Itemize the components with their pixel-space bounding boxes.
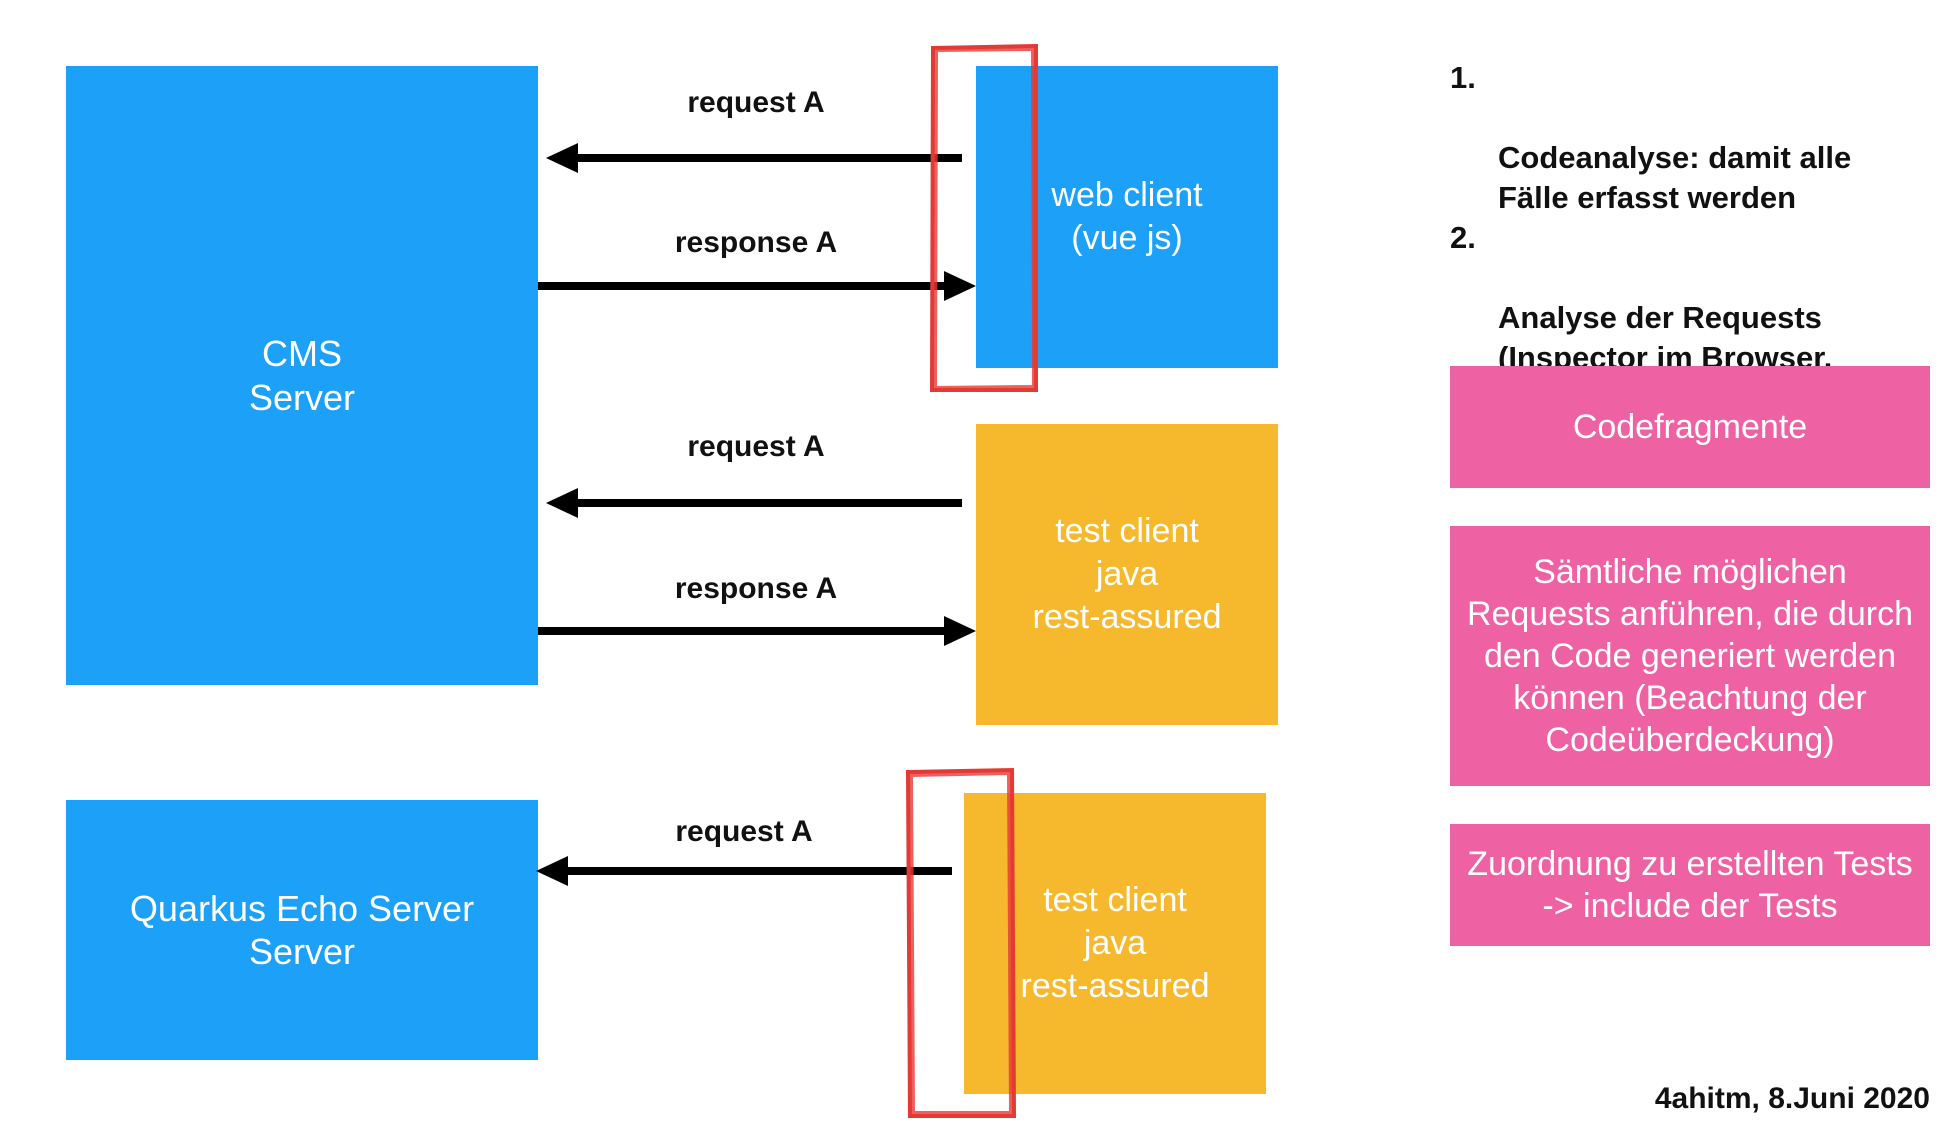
response-arrow-1 [538,271,976,301]
requests-note-box: Sämtliche möglichen Requests anführen, d… [1450,526,1930,786]
cms-server-box: CMS Server [66,66,538,685]
steps-list: 1. Codeanalyse: damit alle Fälle erfasst… [1448,58,1918,418]
response-label-2: response A [674,572,838,605]
test-client-label-top: test client java rest-assured [1032,512,1222,636]
codefragmente-label: Codefragmente [1572,408,1808,446]
echo-server-label: Quarkus Echo Server Server [129,888,475,972]
request-label-1: request A [687,86,825,119]
test-client-box-bottom: test client java rest-assured [964,793,1266,1094]
echo-server-box: Quarkus Echo Server Server [66,800,538,1060]
step-text: Codeanalyse: damit alle Fälle erfasst we… [1498,140,1852,215]
step-item: 1. Codeanalyse: damit alle Fälle erfasst… [1448,58,1918,218]
web-client-label: web client (vue js) [1051,176,1203,257]
footer-date: 4ahitm, 8.Juni 2020 [1654,1082,1930,1115]
test-client-box-top: test client java rest-assured [976,424,1278,725]
request-arrow-3 [536,856,952,886]
response-label-1: response A [674,226,838,259]
web-client-box: web client (vue js) [976,66,1278,368]
step-number: 2. [1450,220,1476,255]
request-label-3: request A [675,815,813,848]
response-arrow-2 [538,616,976,646]
cms-server-label: CMS Server [248,332,356,418]
zuordnung-box: Zuordnung zu erstellten Tests -> include… [1450,824,1930,946]
step-number: 1. [1450,60,1476,95]
zuordnung-label: Zuordnung zu erstellten Tests -> include… [1467,845,1913,925]
test-client-label-bottom: test client java rest-assured [1020,881,1210,1005]
requests-note-label: Sämtliche möglichen Requests anführen, d… [1466,553,1914,759]
request-arrow-1 [546,143,962,173]
request-label-2: request A [687,430,825,463]
request-arrow-2 [546,488,962,518]
codefragmente-box: Codefragmente [1450,366,1930,488]
